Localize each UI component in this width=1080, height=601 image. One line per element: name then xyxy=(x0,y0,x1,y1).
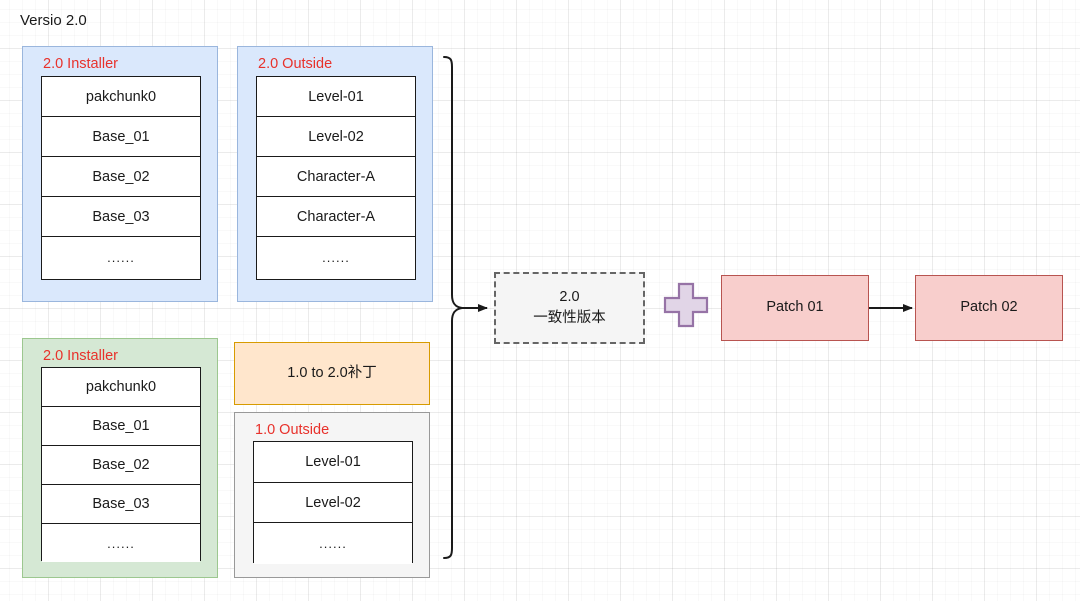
stack-row: Level-02 xyxy=(257,117,415,157)
group-label-outside-2-0: 2.0 Outside xyxy=(258,56,333,72)
stack-row: Base_03 xyxy=(42,197,200,237)
stack-row: Level-02 xyxy=(254,483,412,523)
stack-outside-2-0: Level-01 Level-02 Character-A Character-… xyxy=(256,76,416,280)
stack-row: Character-A xyxy=(257,157,415,197)
patch-01-box[interactable]: Patch 01 xyxy=(721,275,869,341)
stack-installer-2-0-blue: pakchunk0 Base_01 Base_02 Base_03 ...... xyxy=(41,76,201,280)
stack-outside-1-0: Level-01 Level-02 ...... xyxy=(253,441,413,564)
consistent-version-line2: 一致性版本 xyxy=(533,310,606,326)
stack-row: pakchunk0 xyxy=(42,368,200,407)
consistent-version-box[interactable]: 2.0 一致性版本 xyxy=(494,272,645,344)
group-label-installer-2-0-green: 2.0 Installer xyxy=(43,348,118,364)
stack-row: ...... xyxy=(254,523,412,564)
page-title: Versio 2.0 xyxy=(20,12,87,29)
stack-row: Base_03 xyxy=(42,485,200,524)
plus-sign-icon-svg xyxy=(663,282,709,328)
stack-row: Base_01 xyxy=(42,407,200,446)
stack-row: pakchunk0 xyxy=(42,77,200,117)
stack-row: ...... xyxy=(42,524,200,562)
stack-row: ...... xyxy=(42,237,200,278)
stack-row: Level-01 xyxy=(257,77,415,117)
stack-row: ...... xyxy=(257,237,415,278)
stack-row: Base_02 xyxy=(42,157,200,197)
group-installer-2-0-blue[interactable]: 2.0 Installer pakchunk0 Base_01 Base_02 … xyxy=(22,46,218,302)
stack-installer-2-0-green: pakchunk0 Base_01 Base_02 Base_03 ...... xyxy=(41,367,201,562)
group-outside-2-0[interactable]: 2.0 Outside Level-01 Level-02 Character-… xyxy=(237,46,433,302)
stack-row: Level-01 xyxy=(254,442,412,483)
stack-row: Base_02 xyxy=(42,446,200,485)
group-label-outside-1-0: 1.0 Outside xyxy=(255,422,330,438)
patch-02-box[interactable]: Patch 02 xyxy=(915,275,1063,341)
grouping-brace xyxy=(443,56,463,559)
stack-row: Character-A xyxy=(257,197,415,237)
consistent-version-line1: 2.0 xyxy=(559,288,580,305)
group-installer-2-0-green[interactable]: 2.0 Installer pakchunk0 Base_01 Base_02 … xyxy=(22,338,218,578)
group-label-installer-2-0-blue: 2.0 Installer xyxy=(43,56,118,72)
stack-row: Base_01 xyxy=(42,117,200,157)
patch-1-0-to-2-0-box[interactable]: 1.0 to 2.0补丁 xyxy=(234,342,430,405)
group-outside-1-0[interactable]: 1.0 Outside Level-01 Level-02 ...... xyxy=(234,412,430,578)
plus-sign-icon xyxy=(663,282,709,328)
